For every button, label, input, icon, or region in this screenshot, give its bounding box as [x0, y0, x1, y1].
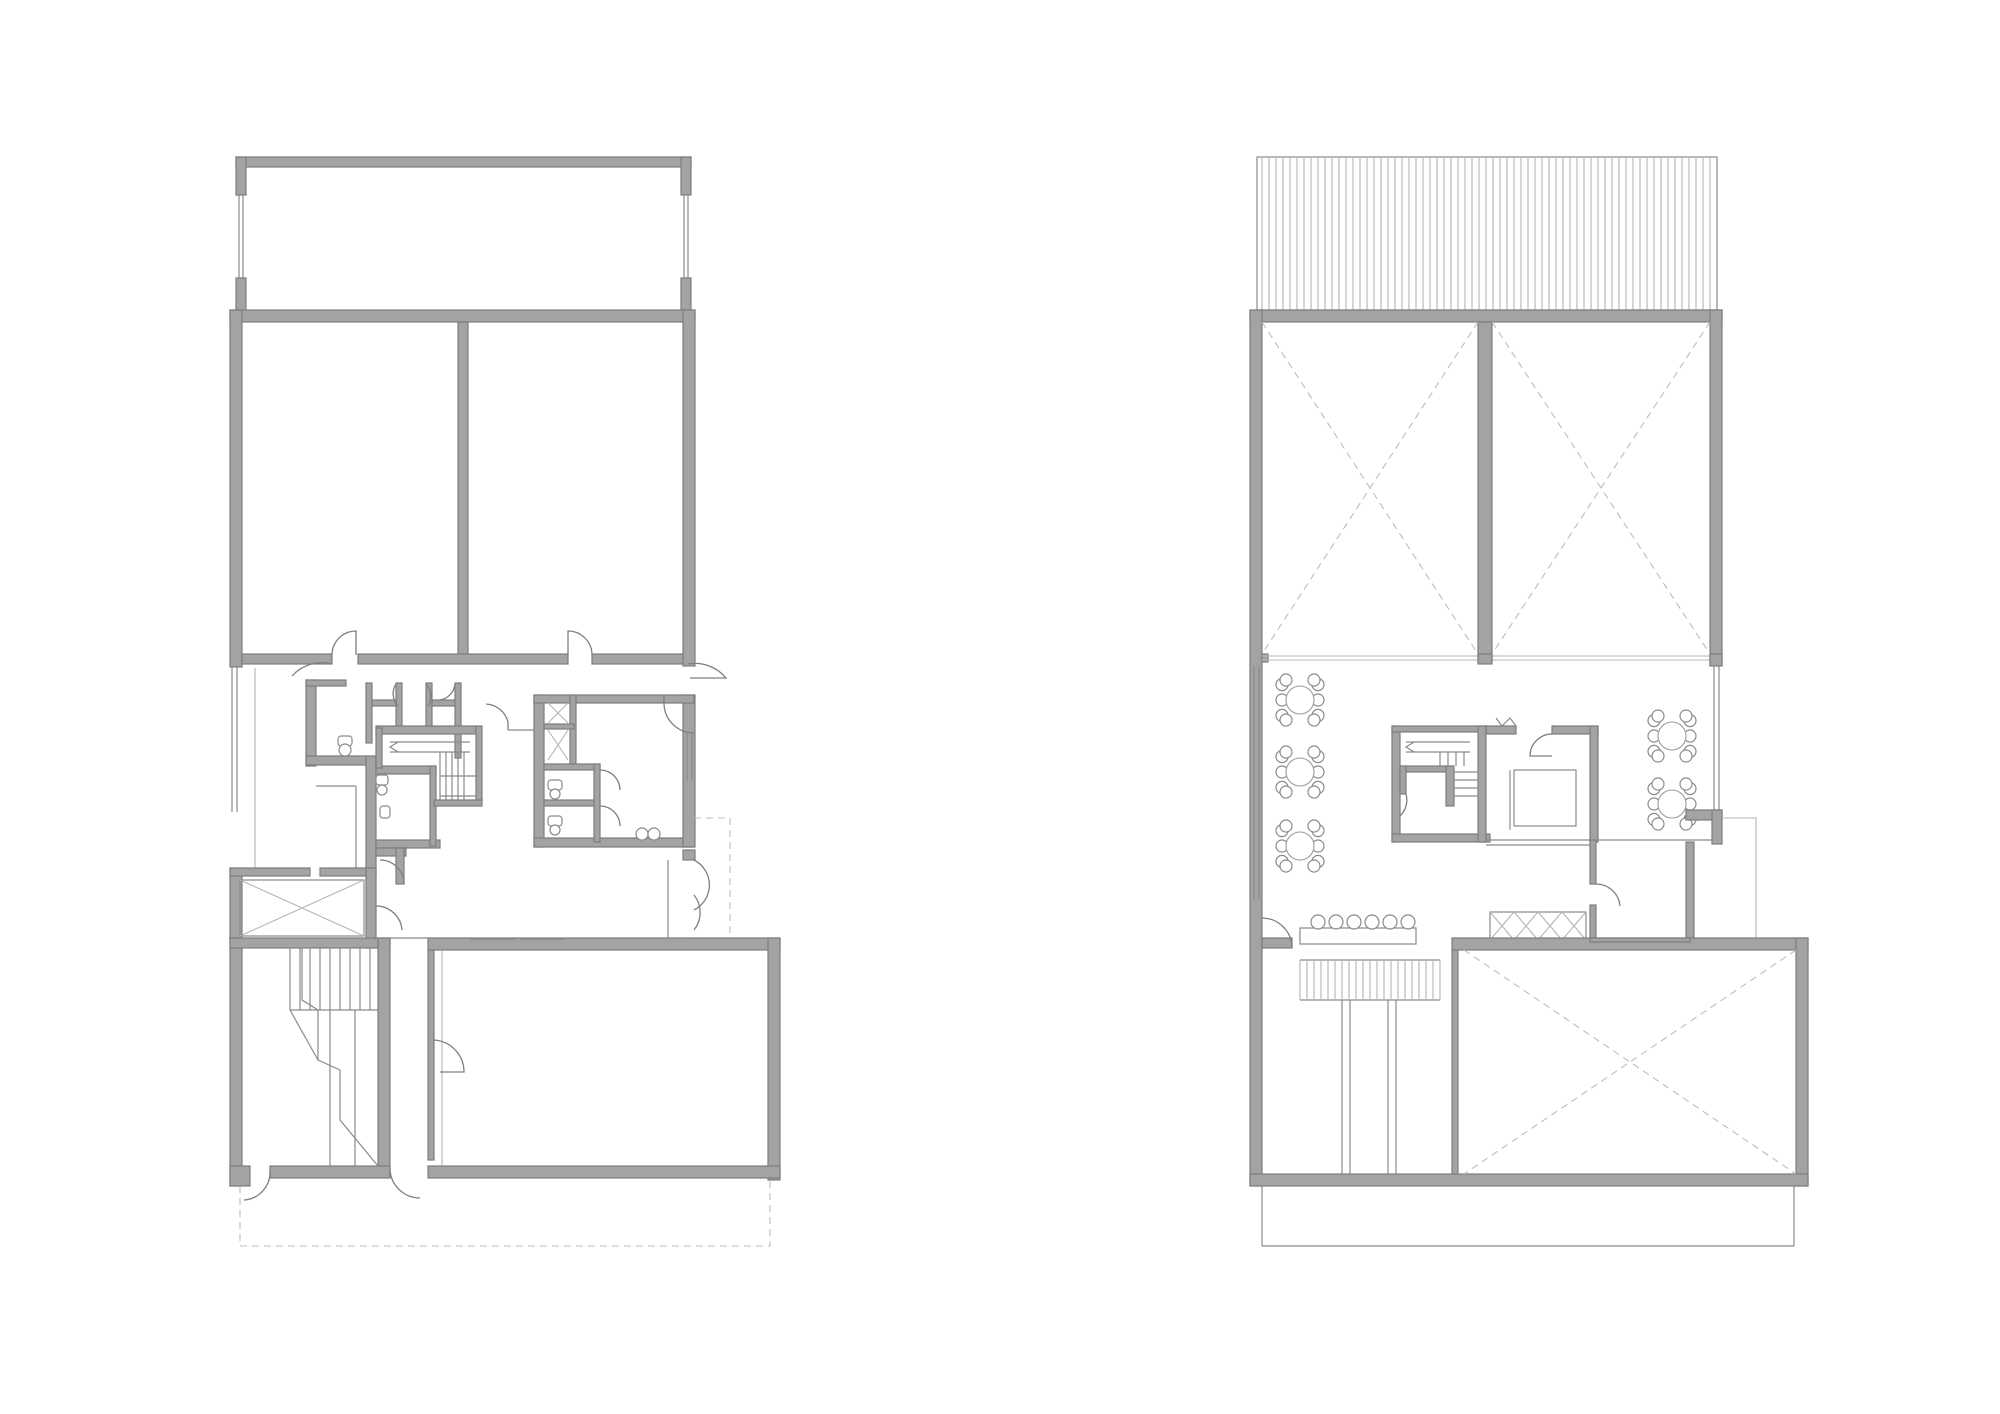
upper-west-door[interactable] — [1261, 917, 1293, 949]
corridor-partition — [375, 847, 407, 857]
lower-block — [229, 937, 781, 1201]
chair — [1279, 785, 1293, 799]
cubicle-door-1[interactable] — [599, 769, 621, 791]
counter-chair — [1400, 914, 1416, 930]
wc-door-a[interactable] — [392, 683, 399, 707]
kitchen-back-door[interactable] — [1595, 883, 1621, 907]
toilet-icon-2 — [375, 774, 389, 786]
chair — [1307, 819, 1321, 833]
lower-stair — [289, 948, 379, 1167]
chair — [1307, 785, 1321, 799]
upper-stair-door[interactable] — [1399, 793, 1408, 817]
wc-door-c[interactable] — [439, 683, 456, 701]
chair — [1307, 673, 1321, 687]
cafe-table — [1647, 709, 1697, 763]
bleachers — [1299, 959, 1441, 1174]
east-annex — [1685, 809, 1757, 943]
vent-icon — [1495, 717, 1517, 727]
chair — [1651, 817, 1665, 831]
lower-hall-door[interactable] — [433, 1039, 465, 1073]
west-glazing — [231, 666, 256, 868]
lower-exit-door[interactable] — [389, 1167, 421, 1199]
lift — [229, 867, 403, 949]
counter — [1299, 911, 1587, 945]
lift-door[interactable] — [375, 905, 403, 931]
void-block — [1249, 309, 1723, 1187]
table-top — [1657, 789, 1687, 819]
chair — [1307, 859, 1321, 873]
stair-core-upper — [1391, 725, 1487, 843]
chair — [1279, 745, 1293, 759]
kitchen — [1485, 717, 1718, 942]
hall-door-left[interactable] — [331, 630, 357, 656]
upper-court — [235, 156, 692, 313]
counter-chair — [1364, 914, 1380, 930]
east-entrance-doors[interactable] — [693, 859, 710, 931]
stair-door[interactable] — [379, 859, 405, 885]
void-lower-cross — [1463, 949, 1797, 1175]
counter-chair — [1382, 914, 1398, 930]
ground-outlines — [239, 817, 771, 1247]
corridor-door-1[interactable] — [291, 662, 333, 677]
chair — [1307, 713, 1321, 727]
shower-cross — [547, 702, 569, 761]
chair — [1279, 713, 1293, 727]
cafe-seating — [1275, 673, 1697, 873]
chair — [1279, 673, 1293, 687]
chair — [1679, 709, 1693, 723]
table-top — [1657, 721, 1687, 751]
ground-floor-plan — [229, 156, 781, 1247]
cafe-table — [1275, 673, 1325, 727]
void-left-cross — [1261, 321, 1479, 655]
changing-door-east[interactable] — [663, 702, 695, 734]
chair — [1651, 749, 1665, 763]
cafe-table — [1647, 777, 1697, 831]
upper-lower-block — [1249, 917, 1809, 1247]
counter-chair — [1328, 914, 1344, 930]
chair — [1307, 745, 1321, 759]
wc-door-b[interactable] — [425, 683, 432, 707]
changing-door-west[interactable] — [485, 703, 509, 730]
toilet-bowl-icon — [338, 743, 352, 757]
cafe-table — [1275, 745, 1325, 799]
hall-block — [229, 309, 696, 668]
chair — [1279, 819, 1293, 833]
upper-floor-plan — [1249, 156, 1809, 1247]
lower-stair-exit-door[interactable] — [243, 1169, 271, 1201]
balcony-slats — [1256, 156, 1718, 311]
chair — [1279, 859, 1293, 873]
cafe-table — [1275, 819, 1325, 873]
cubicle-door-2[interactable] — [599, 805, 621, 827]
kitchen-island — [1513, 769, 1577, 827]
storage-crates — [1489, 911, 1587, 941]
stair-core-ground — [375, 727, 483, 807]
hall-door-right[interactable] — [567, 630, 593, 656]
kitchen-door[interactable] — [1529, 733, 1553, 757]
counter-chair — [1310, 914, 1326, 930]
table-top — [1285, 831, 1315, 861]
chair — [1651, 777, 1665, 791]
table-top — [1285, 757, 1315, 787]
stair-treads — [439, 752, 476, 800]
table-top — [1285, 685, 1315, 715]
chair — [1679, 777, 1693, 791]
chair — [1679, 749, 1693, 763]
corridor-door-east[interactable] — [687, 662, 728, 679]
counter-chair — [1346, 914, 1362, 930]
changing-rooms — [533, 694, 696, 848]
chair — [1651, 709, 1665, 723]
void-right-cross — [1491, 321, 1711, 655]
wc-block — [305, 679, 483, 869]
